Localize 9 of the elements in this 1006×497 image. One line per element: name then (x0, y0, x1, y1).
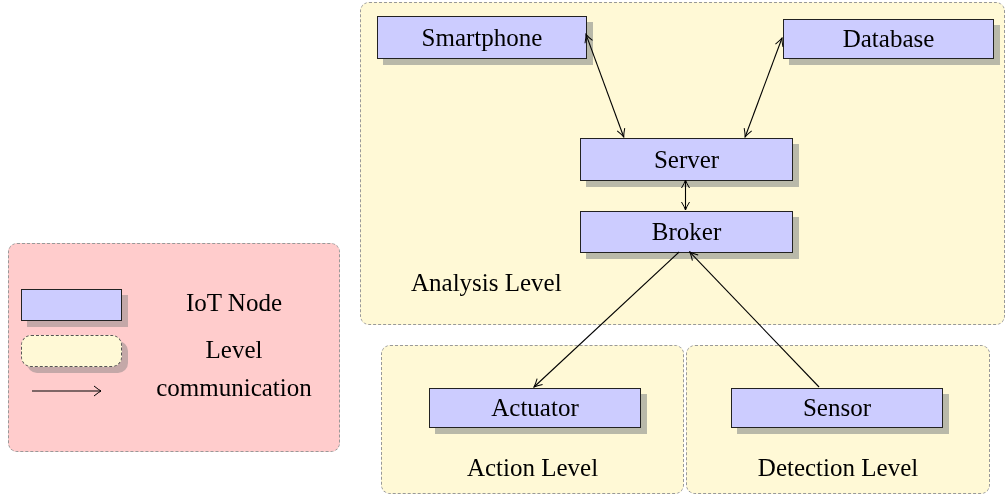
legend-label: Level (204, 336, 264, 364)
level-label: Analysis Level (411, 269, 562, 297)
level-panel (686, 345, 990, 494)
legend-label: communication (155, 374, 313, 402)
level-panel (360, 2, 1005, 325)
level-label: Detection Level (756, 454, 920, 482)
level-label: Action Level (465, 454, 600, 482)
legend-label: IoT Node (184, 289, 283, 317)
level-panel (381, 345, 684, 494)
